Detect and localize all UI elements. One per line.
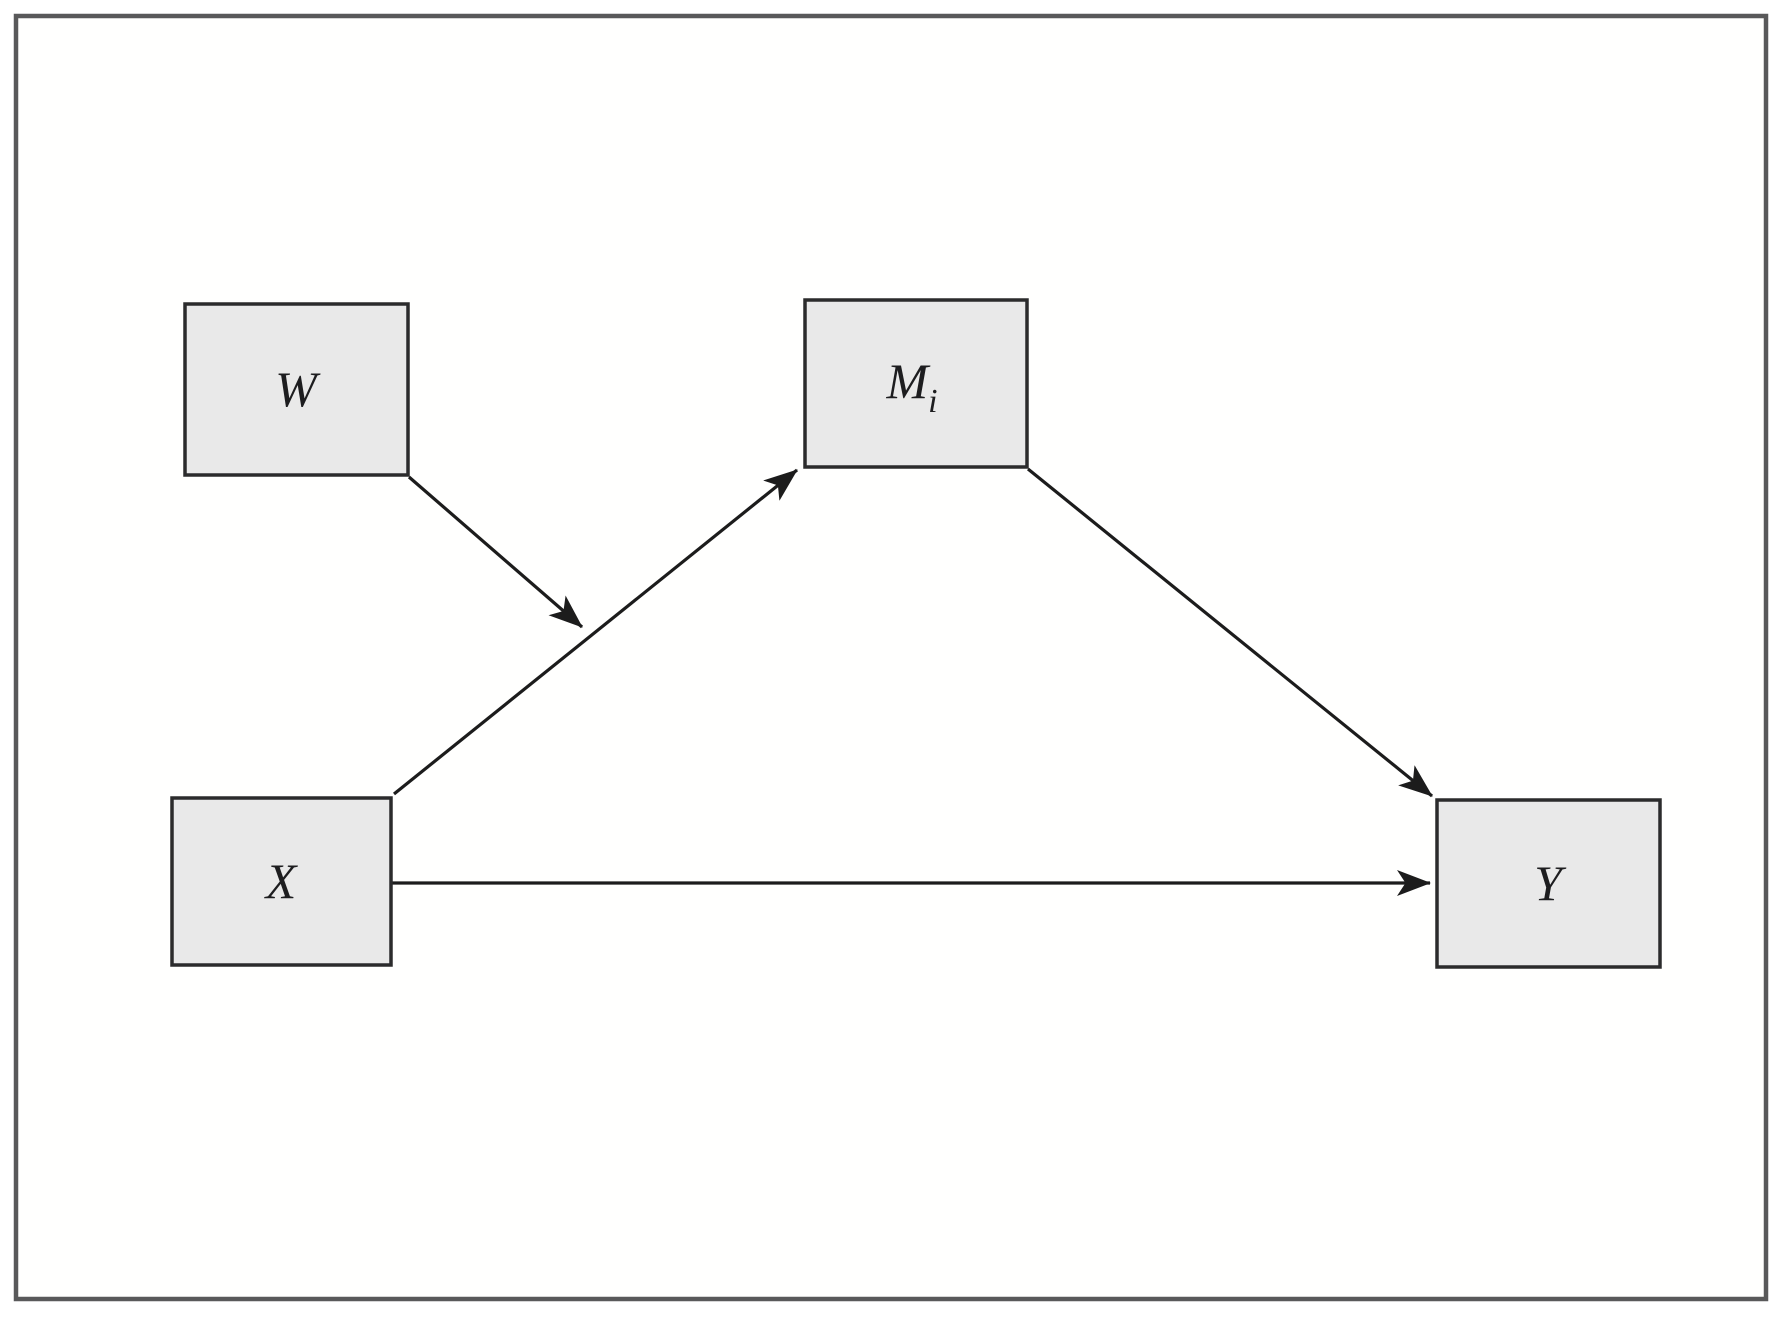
node-x: X (170, 796, 393, 967)
node-x-box (170, 796, 393, 967)
node-w: W (183, 302, 410, 477)
node-y: Y (1435, 798, 1662, 969)
node-y-label: Y (1534, 855, 1567, 911)
node-m-label-main: M (885, 353, 930, 409)
node-y-box (1435, 798, 1662, 969)
node-m-box (803, 298, 1029, 469)
outer-frame (13, 13, 1769, 1302)
arrow-x-to-m (392, 468, 799, 796)
arrow-m-to-y (1026, 467, 1434, 798)
arrow-w-to-xm-path (407, 475, 584, 629)
node-m-label: Mi (885, 353, 937, 420)
node-x-label: X (264, 853, 299, 909)
node-m: Mi (803, 298, 1029, 469)
node-w-box (183, 302, 410, 477)
node-w-label: W (275, 361, 321, 417)
node-m-label-sub: i (928, 383, 937, 420)
